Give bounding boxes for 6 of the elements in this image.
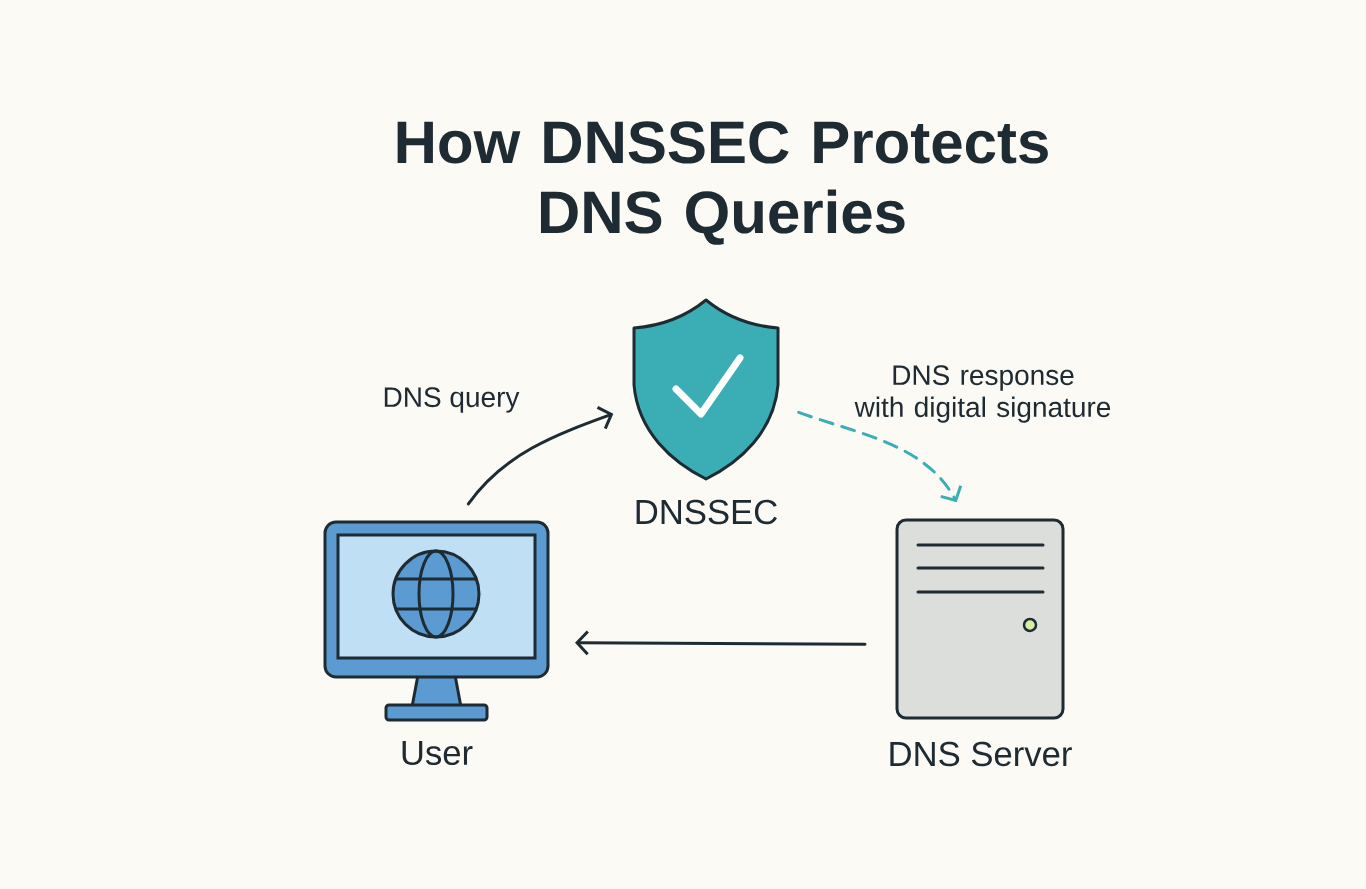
edge-label: DNS response with digital signature: [854, 365, 1111, 423]
node-label: DNS Server: [890, 741, 1072, 767]
node-label: DNSSEC: [636, 499, 777, 525]
edge-label: DNS query: [384, 387, 520, 413]
title: How DNSSEC Protects DNS Queries: [397, 121, 1048, 245]
node-label: User: [402, 740, 473, 766]
